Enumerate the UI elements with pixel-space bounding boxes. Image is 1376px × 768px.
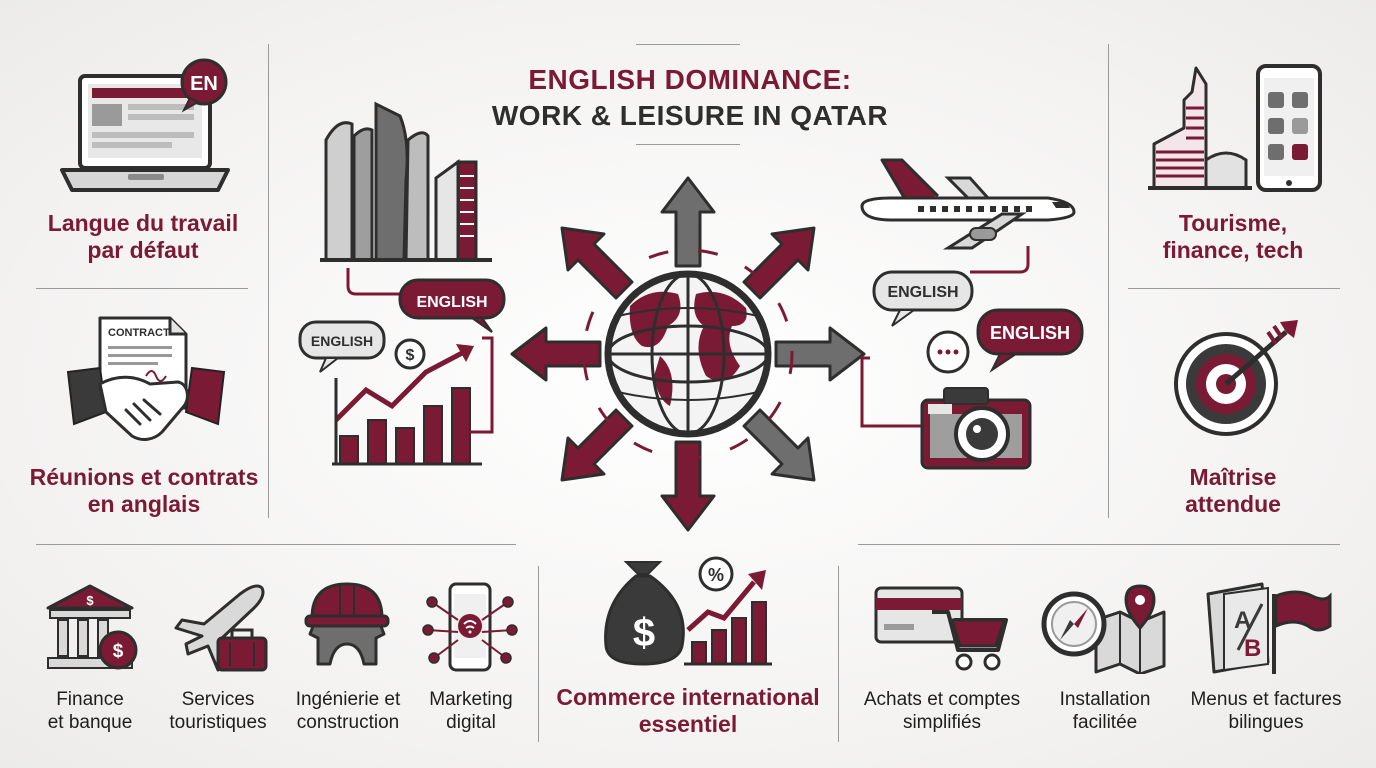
label-line: Réunions et contrats: [29, 464, 259, 490]
label-line: Commerce international: [556, 684, 820, 710]
compass-map-icon: [1041, 584, 1166, 674]
label-line: digital: [446, 712, 496, 733]
helmet-gear-icon: [304, 582, 390, 666]
label-line: essentiel: [638, 711, 738, 737]
title-top-rule: [636, 44, 740, 45]
bilingual-menu-icon: A B: [1206, 582, 1332, 674]
card-cart-icon: [874, 586, 1008, 671]
page-title: ENGLISH DOMINANCE: WORK & LEISURE IN QAT…: [430, 62, 950, 134]
label-langue-travail: Langue du travail par défaut: [30, 210, 256, 264]
bottom-right-divider: [858, 544, 1340, 545]
label-achats: Achats et comptes simplifiés: [852, 688, 1032, 734]
label-line: Services: [181, 689, 255, 710]
label-marketing: Marketing digital: [414, 688, 528, 734]
title-line1: ENGLISH DOMINANCE:: [528, 64, 852, 95]
title-line2: WORK & LEISURE IN QATAR: [491, 100, 889, 131]
label-line: Ingénierie et: [295, 689, 401, 710]
title-bottom-rule: [636, 144, 740, 145]
right-divider: [1108, 44, 1109, 518]
label-line: en anglais: [87, 491, 201, 517]
left-business-cluster: ENGLISH ENGLISH $: [298, 268, 506, 466]
english-bubble-text: ENGLISH: [416, 294, 487, 311]
label-installation: Installation facilitée: [1040, 688, 1170, 734]
bottom-center-right-divider: [838, 566, 839, 742]
contract-doc-label: CONTRACT: [108, 327, 170, 339]
dollar-sign: $: [406, 347, 415, 364]
svg-text:$: $: [113, 641, 124, 662]
english-bubble-text: ENGLISH: [990, 323, 1070, 343]
label-line: facilitée: [1072, 712, 1138, 733]
label-services: Services touristiques: [156, 688, 280, 734]
label-line: simplifiés: [902, 712, 982, 733]
label-line: par défaut: [87, 237, 199, 263]
label-maitrise: Maîtrise attendue: [1120, 464, 1346, 518]
bottom-center-left-divider: [538, 566, 539, 742]
label-line: Maîtrise: [1189, 464, 1277, 490]
label-line: attendue: [1185, 491, 1281, 517]
right-mid-divider: [1128, 288, 1340, 289]
label-finance: Finance et banque: [30, 688, 150, 734]
bottom-left-divider: [36, 544, 516, 545]
left-divider: [268, 44, 269, 518]
skyscrapers-icon: [320, 101, 492, 262]
label-line: Tourisme,: [1178, 210, 1288, 236]
label-line: et banque: [47, 712, 133, 733]
percent-sign: %: [708, 565, 724, 585]
label-line: Langue du travail: [47, 210, 239, 236]
airplane-icon: [860, 158, 1076, 250]
svg-text:$: $: [86, 593, 94, 608]
left-mid-divider: [36, 288, 248, 289]
en-badge: EN: [190, 73, 218, 95]
bank-icon: $ $: [46, 584, 138, 670]
label-line: Menus et factures: [1190, 689, 1342, 710]
label-line: Installation: [1059, 689, 1151, 710]
right-travel-cluster: ENGLISH ENGLISH: [860, 246, 1084, 470]
plane-luggage-icon: [174, 584, 268, 672]
label-line: touristiques: [169, 712, 267, 733]
label-menus: Menus et factures bilingues: [1180, 688, 1352, 734]
money-growth-icon: $ %: [604, 556, 772, 666]
label-tourisme: Tourisme, finance, tech: [1120, 210, 1346, 264]
skyline-phone-icon: [1148, 64, 1322, 192]
english-bubble-text: ENGLISH: [311, 333, 373, 349]
english-bubble-text: ENGLISH: [887, 284, 958, 301]
target-icon: [1174, 320, 1298, 436]
label-line: Marketing: [429, 689, 513, 710]
label-reunions-contrats: Réunions et contrats en anglais: [24, 464, 264, 518]
laptop-en-icon: EN: [60, 58, 230, 192]
letter-b: B: [1244, 635, 1261, 662]
label-line: construction: [296, 712, 400, 733]
phone-network-icon: [422, 582, 518, 672]
label-line: bilingues: [1228, 712, 1304, 733]
label-ingenierie: Ingénierie et construction: [284, 688, 412, 734]
label-line: finance, tech: [1162, 237, 1304, 263]
label-line: Finance: [56, 689, 124, 710]
label-line: Achats et comptes: [863, 689, 1021, 710]
label-commerce: Commerce international essentiel: [548, 684, 828, 738]
letter-a: A: [1234, 607, 1251, 634]
svg-text:$: $: [633, 611, 655, 655]
globe-arrows-icon: [510, 176, 866, 532]
contract-handshake-icon: CONTRACT: [66, 316, 226, 441]
